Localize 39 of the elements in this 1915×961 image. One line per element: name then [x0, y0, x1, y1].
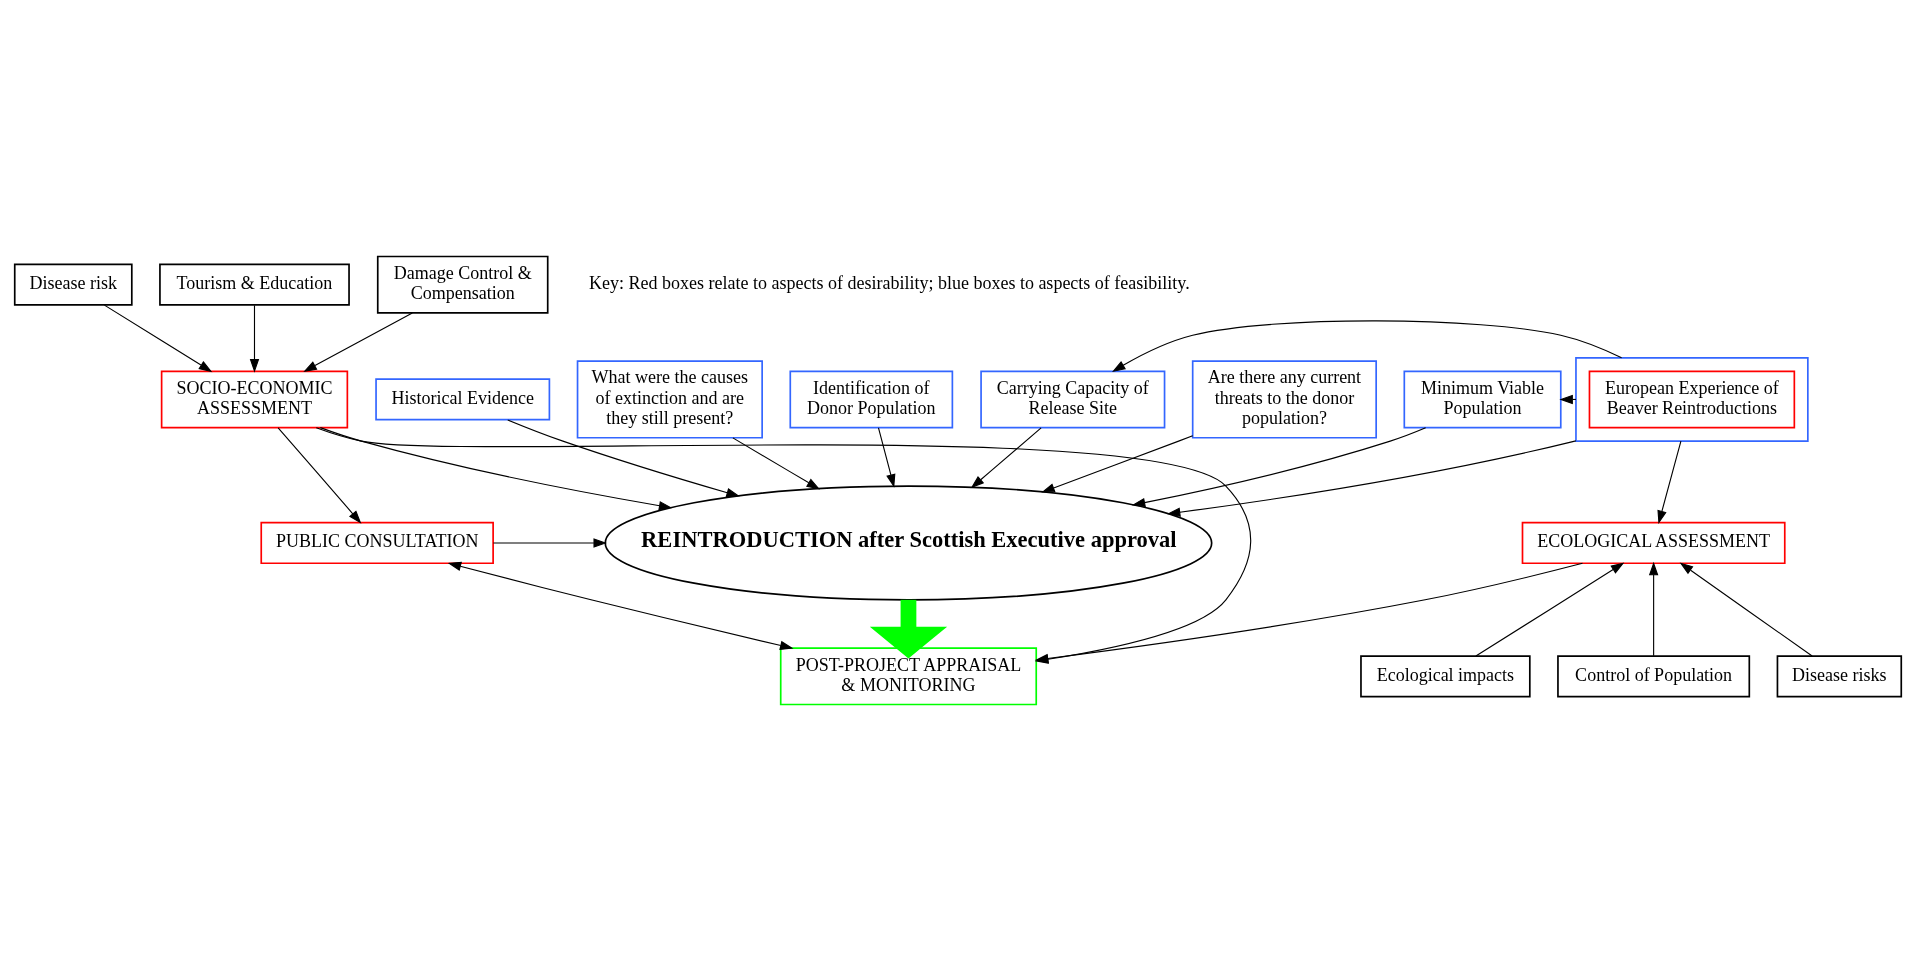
arrow [1656, 440, 1681, 525]
arrow [970, 427, 1042, 489]
arrow [1131, 427, 1426, 508]
label: Key: Red boxes relate to aspects of desirability; blue boxes to aspects of feasibility. [588, 272, 1190, 293]
arrow [1648, 561, 1658, 657]
arrow [302, 312, 413, 372]
node-box: European Experience of Beaver Reintroductions [1588, 370, 1795, 429]
arrow [492, 538, 607, 548]
arrow [1111, 320, 1622, 373]
node-box: What were the causes of extinction and are they still present? [576, 360, 763, 439]
arrow [506, 419, 740, 498]
arrow [1040, 435, 1193, 493]
node-box: Disease risks [1776, 655, 1902, 698]
arrow [319, 427, 672, 511]
node-box: Are there any current threats to the donor population? [1191, 360, 1377, 439]
arrow [103, 304, 212, 373]
node-box: Identification of Donor Population [788, 370, 953, 429]
node-box: Disease risk [13, 263, 133, 306]
arrow [277, 427, 361, 524]
arrow [1474, 562, 1624, 657]
arrow [1166, 440, 1577, 517]
node-box: Damage Control & Compensation [376, 255, 549, 314]
arrow [447, 561, 794, 651]
node-box: Minimum Viable Population [1402, 370, 1562, 429]
node-box: POST-PROJECT APPRAISAL & MONITORING [779, 647, 1037, 706]
arrow [869, 599, 947, 659]
arrow [877, 427, 895, 488]
node-box: PUBLIC CONSULTATION [259, 521, 494, 565]
node-box: Historical Evidence [374, 378, 550, 421]
node-box: ECOLOGICAL ASSESSMENT [1521, 521, 1786, 565]
node-box: SOCIO-ECONOMIC ASSESSMENT [160, 370, 348, 429]
arrow [1679, 562, 1813, 657]
node-box: Tourism & Education [158, 263, 350, 306]
arrow [249, 304, 259, 373]
node-box: Control of Population [1556, 655, 1750, 698]
cluster [1574, 356, 1809, 442]
arrow [731, 437, 820, 490]
node-box: Carrying Capacity of Release Site [979, 370, 1165, 429]
node-box: Ecological impacts [1359, 655, 1531, 698]
